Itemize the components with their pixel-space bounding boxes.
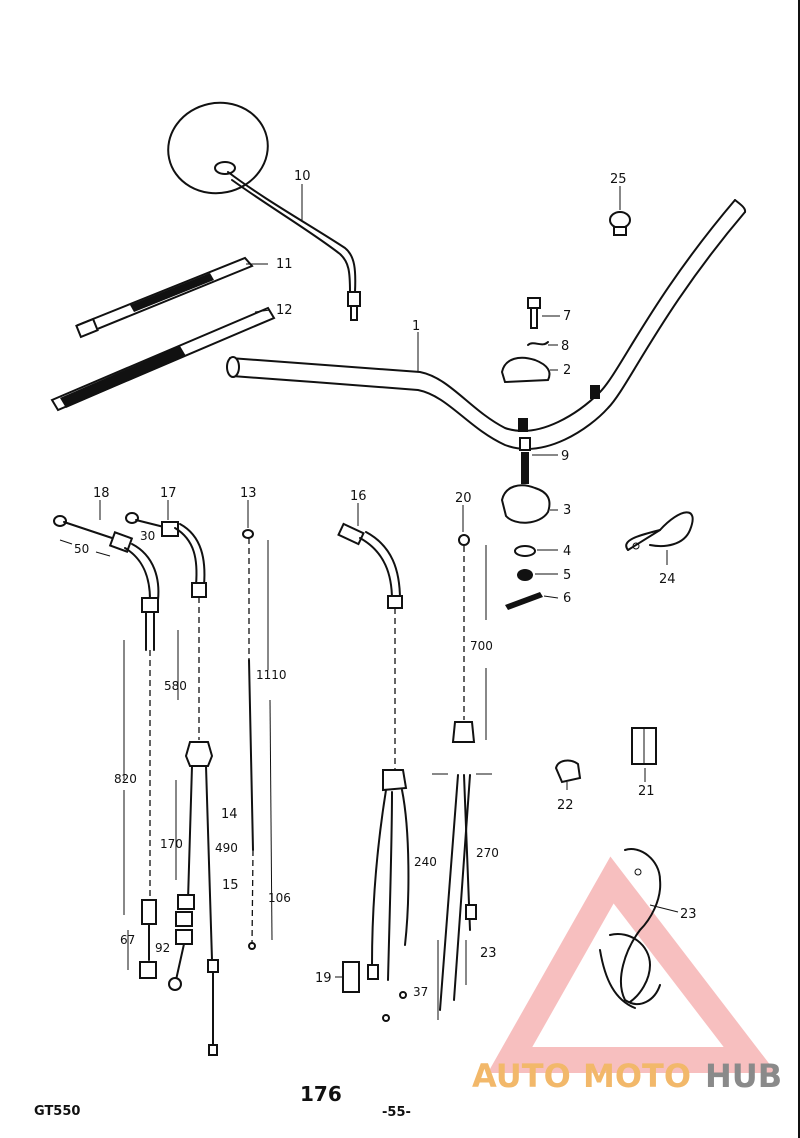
cable-clamp-part — [625, 511, 694, 551]
dim-1110: 1110 — [256, 668, 287, 682]
dim-50: 50 — [74, 542, 89, 556]
callout-24: 24 — [659, 572, 676, 587]
dim-37: 37 — [413, 985, 428, 999]
page-number: 176 — [300, 1082, 342, 1106]
callout-14: 14 — [221, 807, 238, 822]
callout-15: 15 — [222, 878, 239, 893]
dim-30: 30 — [140, 529, 155, 543]
dim-580: 580 — [164, 679, 187, 693]
dim-92: 92 — [155, 941, 170, 955]
callout-10: 10 — [294, 169, 311, 184]
dimension-labels: 50 30 580 820 1110 170 490 106 67 92 700… — [59, 529, 499, 999]
dim-170: 170 — [160, 837, 183, 851]
callout-3: 3 — [563, 503, 571, 518]
watermark-text: AUTO MOTO HUB — [472, 1057, 782, 1095]
callout-8: 8 — [561, 339, 569, 354]
callout-5: 5 — [563, 568, 571, 583]
callout-18: 18 — [93, 486, 110, 501]
callout-22: 22 — [557, 798, 574, 813]
cable-13 — [242, 529, 273, 950]
dim-490: 490 — [215, 841, 238, 855]
callout-9: 9 — [561, 449, 569, 464]
dim-270: 270 — [476, 846, 499, 860]
bracket-23 — [599, 848, 662, 1009]
dim-106: 106 — [268, 891, 291, 905]
dim-700: 700 — [470, 639, 493, 653]
callout-23-b: 23 — [480, 946, 497, 961]
dim-240: 240 — [414, 855, 437, 869]
cable-18 — [53, 515, 160, 979]
grommet-part — [609, 211, 631, 236]
cable-20 — [432, 534, 492, 1020]
model-code: GT550 — [34, 1104, 80, 1119]
watermark-moto: MOTO — [583, 1057, 691, 1095]
watermark-hub: HUB — [705, 1057, 782, 1095]
callout-2: 2 — [563, 363, 571, 378]
sub-page-number: -55- — [382, 1105, 411, 1120]
callout-4: 4 — [563, 544, 571, 559]
dim-67: 67 — [120, 933, 135, 947]
watermark-auto: AUTO — [472, 1057, 571, 1095]
footer: 176 -55- GT550 — [34, 1082, 411, 1120]
watermark-logo — [487, 856, 777, 1073]
callout-labels: 1 2 3 4 5 6 7 8 9 10 11 12 13 14 15 16 1… — [93, 169, 697, 986]
callout-1: 1 — [412, 319, 420, 334]
leader-lines — [99, 184, 679, 978]
callout-20: 20 — [455, 491, 472, 506]
callout-23: 23 — [680, 907, 697, 922]
callout-7: 7 — [563, 309, 571, 324]
clamp-parts — [500, 297, 551, 610]
strap-parts — [50, 256, 276, 412]
cable-17 — [125, 512, 219, 1056]
callout-25: 25 — [610, 172, 627, 187]
callout-17: 17 — [160, 486, 177, 501]
small-parts — [554, 727, 657, 784]
cable-16 — [337, 522, 410, 1022]
handlebar-part — [226, 199, 747, 450]
callout-19: 19 — [315, 971, 332, 986]
callout-21: 21 — [638, 784, 655, 799]
mirror-part — [167, 101, 361, 321]
callout-12: 12 — [276, 303, 293, 318]
callout-13: 13 — [240, 486, 257, 501]
dim-820: 820 — [114, 772, 137, 786]
callout-6: 6 — [563, 591, 571, 606]
callout-11: 11 — [276, 257, 293, 272]
callout-16: 16 — [350, 489, 367, 504]
